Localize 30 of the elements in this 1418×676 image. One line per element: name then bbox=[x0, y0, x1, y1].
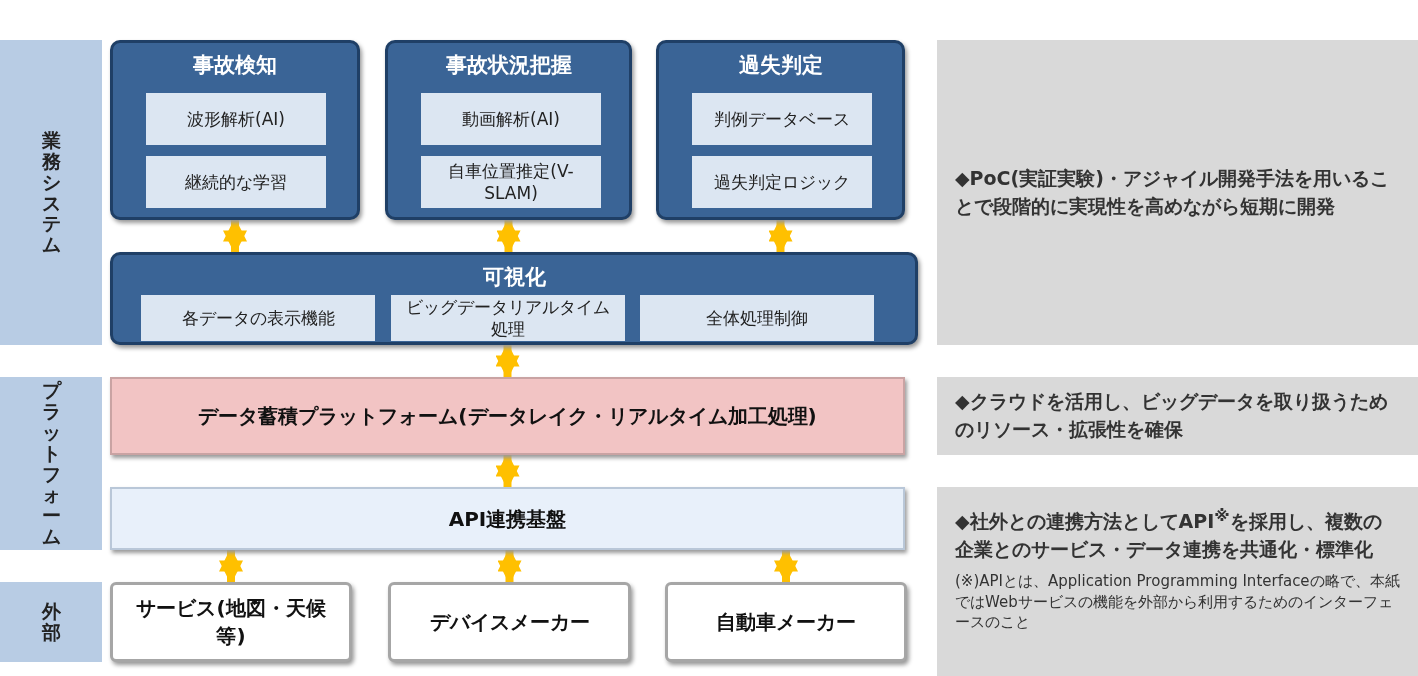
note-panel: ◆PoC(実証実験)・アジャイル開発手法を用いることで段階的に実現性を高めながら短期に開発 bbox=[937, 40, 1418, 345]
function-box: 自車位置推定(V-SLAM) bbox=[421, 156, 601, 208]
panel-title: 可視化 bbox=[481, 264, 547, 291]
module-panel bbox=[385, 40, 632, 220]
function-box: 全体処理制御 bbox=[640, 295, 874, 341]
module-panel bbox=[110, 252, 918, 345]
external-box: デバイスメーカー bbox=[388, 582, 631, 662]
section-band: プラットフォーム bbox=[0, 377, 102, 550]
panel-title: 事故検知 bbox=[192, 52, 278, 79]
panel-title: 事故状況把握 bbox=[444, 52, 573, 79]
note-panel bbox=[937, 487, 1418, 676]
function-box: 各データの表示機能 bbox=[141, 295, 375, 341]
function-box: 動画解析(AI) bbox=[421, 93, 601, 145]
note-text: ◆社外との連携方法としてAPI$^{※}$を採用し、複数の企業とのサービス・データ連携を共通化・標準化 bbox=[955, 505, 1383, 562]
platform-bar: API連携基盤 bbox=[110, 487, 905, 550]
platform-bar: データ蓄積プラットフォーム(データレイク・リアルタイム加工処理) bbox=[110, 377, 905, 455]
panel-title: 過失判定 bbox=[737, 52, 824, 79]
section-band: 業務システム bbox=[0, 40, 102, 345]
function-box: 判例データベース bbox=[692, 93, 872, 145]
note-panel: ◆クラウドを活用し、ビッグデータを取り扱うためのリソース・拡張性を確保 bbox=[937, 377, 1418, 455]
section-band: 外部 bbox=[0, 582, 102, 662]
external-box: 自動車メーカー bbox=[665, 582, 907, 662]
module-panel bbox=[110, 40, 360, 220]
function-box: 波形解析(AI) bbox=[146, 93, 326, 145]
module-panel bbox=[656, 40, 905, 220]
function-box: 過失判定ロジック bbox=[692, 156, 872, 208]
external-box: サービス(地図・天候等) bbox=[110, 582, 352, 662]
footnote-text: (※)APIとは、Application Programming Interfaceの略で、本紙ではWebサービスの機能を外部から利用するためのインターフェースのこと bbox=[955, 571, 1400, 633]
function-box: 継続的な学習 bbox=[146, 156, 326, 208]
function-box: ビッグデータリアルタイム処理 bbox=[391, 295, 625, 341]
